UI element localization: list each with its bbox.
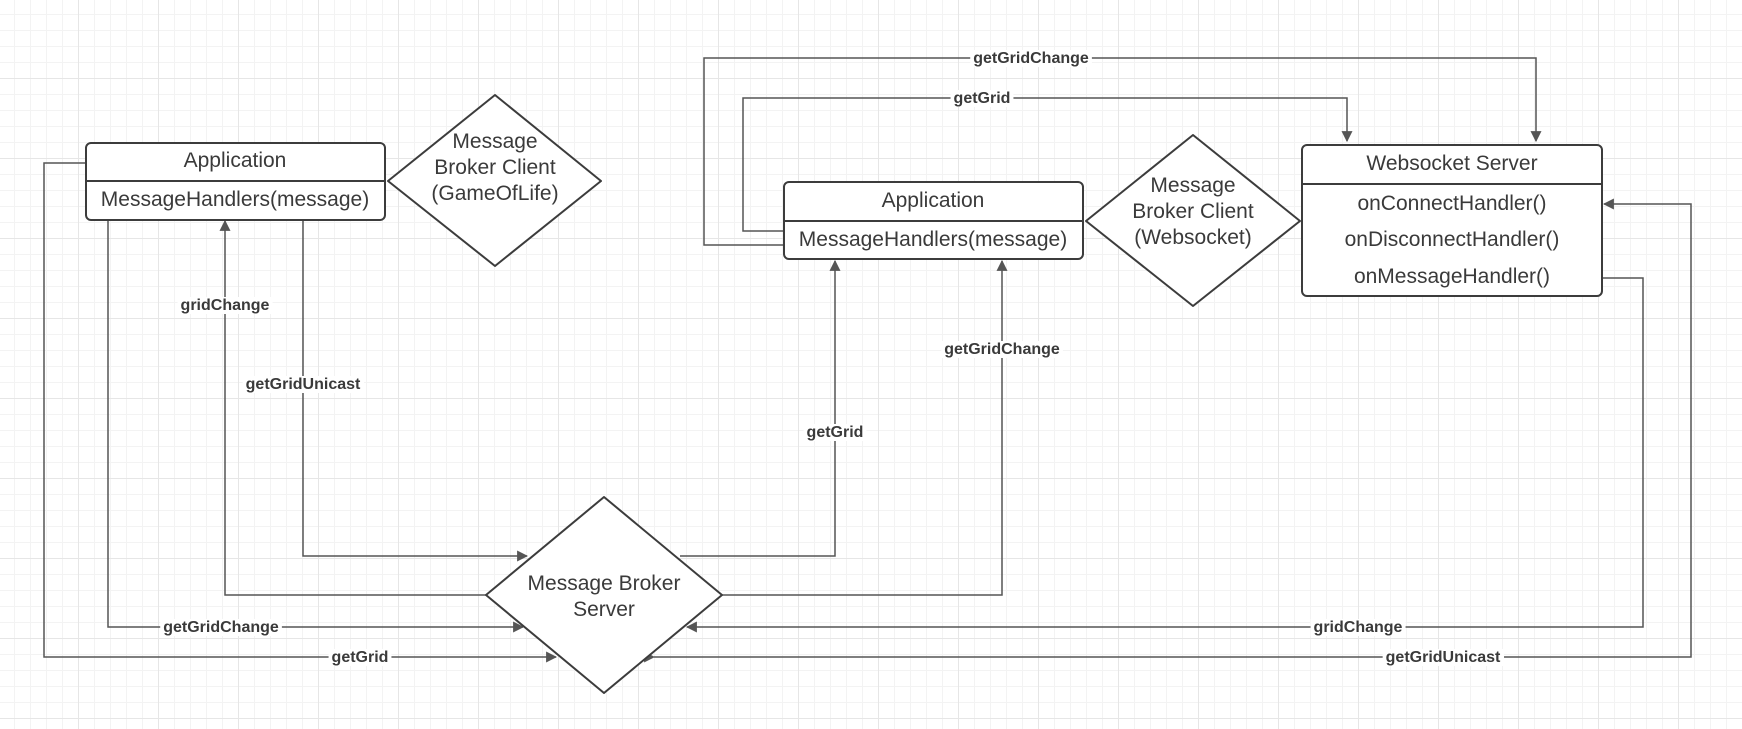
app-gameoflife-box[interactable]: Application MessageHandlers(message)	[85, 142, 386, 221]
edge-label-getgridunicast-ws: getGridUnicast	[1386, 649, 1501, 666]
connector-getgridunicast-gol[interactable]	[297, 211, 529, 562]
websocket-server-method-connect: onConnectHandler()	[1357, 192, 1546, 215]
websocket-server-title: Websocket Server	[1366, 152, 1537, 175]
connectors	[43, 57, 1692, 663]
broker-server-diamond[interactable]: Message Broker Server	[485, 496, 723, 694]
app-gameoflife-title: Application	[184, 149, 287, 172]
app-websocket-method: MessageHandlers(message)	[799, 228, 1067, 251]
edge-label-getgrid-ws: getGrid	[807, 424, 864, 441]
connector-getgridchange-from-app-gol[interactable]	[107, 219, 525, 633]
edge-label-getgridunicast-gol: getGridUnicast	[246, 376, 361, 393]
broker-server-line2: Server	[573, 598, 635, 621]
connector-getgrid-to-app-ws[interactable]	[680, 259, 841, 557]
edge-label-top-getgridchange: getGridChange	[973, 50, 1089, 67]
broker-client-gameoflife-line3: (GameOfLife)	[431, 182, 558, 205]
app-websocket-title: Application	[882, 189, 985, 212]
broker-client-gameoflife-line2: Broker Client	[434, 156, 556, 179]
broker-client-gameoflife-line1: Message	[452, 130, 537, 153]
edge-label-top-getgrid: getGrid	[954, 90, 1011, 107]
broker-server-line1: Message Broker	[528, 572, 681, 595]
connector-gridchange-to-app-gol[interactable]	[219, 219, 488, 596]
connector-getgridunicast-ws[interactable]	[644, 198, 1692, 663]
broker-client-websocket-diamond[interactable]: Message Broker Client (Websocket)	[1085, 134, 1301, 307]
edge-label-gridchange-ws: gridChange	[1314, 619, 1403, 636]
app-gameoflife-method: MessageHandlers(message)	[101, 188, 369, 211]
connector-getgrid-from-app-gol[interactable]	[43, 162, 558, 663]
edge-label-getgridchange-gol: getGridChange	[163, 619, 279, 636]
edge-label-getgrid-gol: getGrid	[332, 649, 389, 666]
app-websocket-box[interactable]: Application MessageHandlers(message)	[783, 181, 1084, 260]
websocket-server-method-message: onMessageHandler()	[1354, 265, 1550, 288]
broker-client-websocket-line1: Message	[1150, 174, 1235, 197]
broker-client-gameoflife-diamond[interactable]: Message Broker Client (GameOfLife)	[387, 94, 602, 267]
connector-gridchange-from-ws-server[interactable]	[685, 277, 1644, 633]
edge-label-getgridchange-ws: getGridChange	[944, 341, 1060, 358]
broker-client-websocket-line2: Broker Client	[1132, 200, 1254, 223]
broker-client-websocket-line3: (Websocket)	[1134, 226, 1251, 249]
websocket-server-method-disconnect: onDisconnectHandler()	[1345, 228, 1560, 251]
edge-labels: getGridChange getGrid gridChange getGrid…	[160, 50, 1505, 666]
websocket-server-box[interactable]: Websocket Server onConnectHandler() onDi…	[1301, 144, 1603, 297]
edge-label-gridchange-gol: gridChange	[181, 297, 270, 314]
